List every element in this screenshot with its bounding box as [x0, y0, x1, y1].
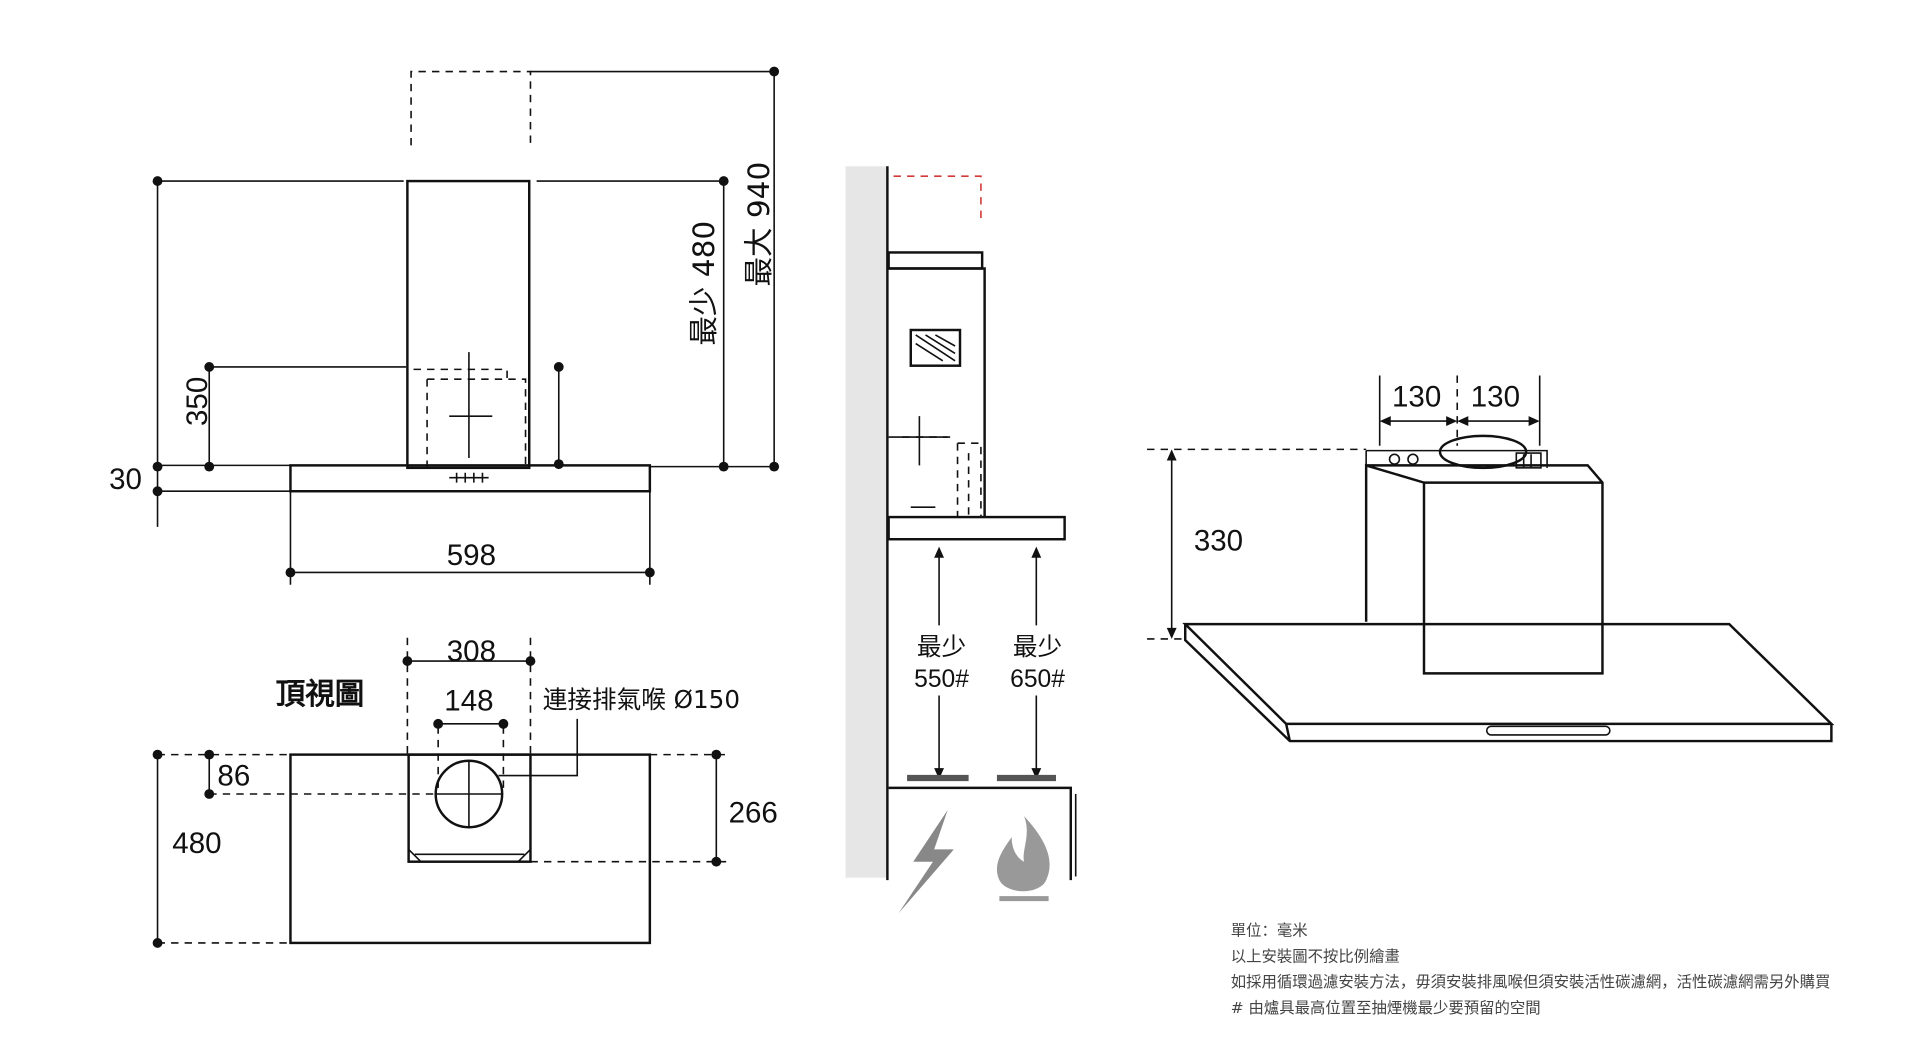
- flame-icon: [996, 816, 1050, 892]
- hood-body: [289, 464, 652, 493]
- side-view: 最少 550# 最少 650#: [845, 166, 1077, 914]
- hood-side: [887, 515, 1066, 541]
- hood-outline: [289, 753, 652, 945]
- front-view: 最少 480 最大 940 350 30 598: [109, 66, 780, 585]
- dim-min-480: 最少 480: [687, 221, 721, 346]
- dim-30: 30: [109, 463, 142, 496]
- notes: 單位：毫米 以上安裝圖不按比例繪畫 如採用循環過濾安裝方法，毋須安裝排風喉但須安…: [1231, 921, 1831, 1018]
- note-unit: 單位：毫米: [1231, 921, 1308, 940]
- lightning-icon: [898, 810, 954, 914]
- top-view: 頂視圖 308 148 連接排氣喉 Ø150 86 480 266: [152, 635, 778, 948]
- hood-plate: [1182, 622, 1835, 743]
- dim-130-right: 130: [1471, 380, 1520, 413]
- dim-130-left: 130: [1392, 380, 1441, 413]
- chimney-box: [1364, 463, 1604, 675]
- dim-max-940: 最大 940: [742, 162, 776, 287]
- chimney: [406, 179, 531, 470]
- min-value-650: 650#: [1010, 666, 1065, 693]
- dim-86: 86: [217, 759, 250, 792]
- top-view-title: 頂視圖: [276, 677, 365, 711]
- chimney-outline: [407, 753, 532, 863]
- duct-outlet: [1438, 434, 1528, 470]
- chimney-extension: [893, 175, 982, 220]
- wall: [845, 166, 888, 878]
- dim-308: 308: [447, 635, 496, 668]
- dim-480: 480: [172, 827, 221, 860]
- dim-350: 350: [181, 377, 214, 426]
- duct-label: 連接排氣喉 Ø150: [543, 685, 740, 714]
- min-label-550: 最少: [917, 632, 966, 661]
- dim-148: 148: [444, 684, 493, 717]
- vent-grille: [909, 328, 962, 367]
- note-recirculation: 如採用循環過濾安裝方法，毋須安裝排風喉但須安裝活性碳濾網，活性碳濾網需另外購買: [1231, 973, 1831, 991]
- dim-330: 330: [1194, 524, 1243, 557]
- dim-266: 266: [729, 796, 778, 829]
- note-clearance: # 由爐具最高位置至抽煙機最少要預留的空間: [1231, 999, 1541, 1017]
- dim-598: 598: [447, 539, 496, 572]
- min-value-550: 550#: [914, 666, 969, 693]
- perspective-view: 330 130 130: [1147, 375, 1835, 743]
- min-label-650: 最少: [1013, 632, 1062, 661]
- note-scale: 以上安裝圖不按比例繪畫: [1231, 946, 1400, 965]
